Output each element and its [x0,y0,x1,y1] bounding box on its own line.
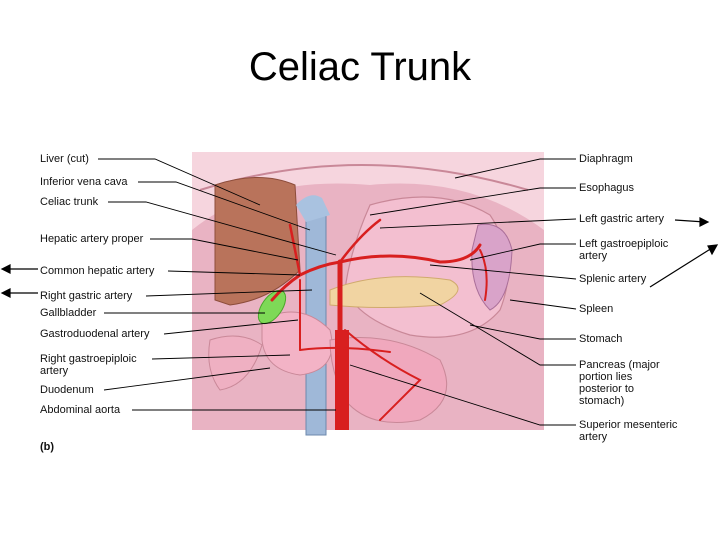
label-abdominal-aorta: Abdominal aorta [40,404,121,416]
label-inferior-vena-cava: Inferior vena cava [40,176,128,188]
up-right-arrowhead [707,244,719,256]
label-right-gastric-artery: Right gastric artery [40,290,133,302]
superior-mesenteric-vessel [344,329,422,421]
pancreas-shape [329,276,459,308]
abdominal-aorta-shape [335,330,349,430]
label-common-hepatic-artery: Common hepatic artery [40,265,155,277]
esophagus-cut-shape [296,195,330,222]
label-esophagus: Esophagus [579,182,635,194]
left-arrowhead-2 [0,288,11,298]
spleen-shape [471,223,513,311]
right-arrowhead [699,217,710,227]
label-right-gastroepiploic-artery: Right gastroepiploic artery [40,353,137,377]
panel-label: (b) [40,441,55,453]
label-superior-mesenteric-artery: Superior mesenteric artery [579,419,678,443]
label-diaphragm: Diaphragm [579,153,633,165]
label-pancreas: Pancreas (major portion lies posterior t… [579,359,660,407]
hepatic-proper-vessel [288,223,302,277]
colon-shape [208,335,263,391]
label-stomach: Stomach [579,333,623,345]
artery-branches [270,218,488,421]
left-gastroepiploic-vessel [479,249,488,301]
label-splenic-artery: Splenic artery [579,273,647,285]
left-leader-lines [98,158,337,411]
right-gastroepiploic-vessel [299,346,391,353]
duodenum-shape [261,311,333,376]
annotation-arrows [0,217,719,298]
label-left-gastric-artery: Left gastric artery [579,213,664,225]
label-gallbladder: Gallbladder [40,307,97,319]
page-title: Celiac Trunk [248,45,472,89]
left-arrowhead-1 [0,264,11,274]
label-gastroduodenal-artery: Gastroduodenal artery [40,328,150,340]
label-duodenum: Duodenum [40,384,94,396]
splenic-vessel [338,243,482,264]
left-gastric-vessel [338,218,382,264]
right-leader-lines [349,158,577,426]
label-left-gastroepiploic-artery: Left gastroepiploic artery [579,238,669,262]
label-celiac-trunk: Celiac trunk [40,196,99,208]
label-liver: Liver (cut) [40,153,89,165]
label-hepatic-artery-proper: Hepatic artery proper [40,233,144,245]
label-spleen: Spleen [579,303,614,315]
